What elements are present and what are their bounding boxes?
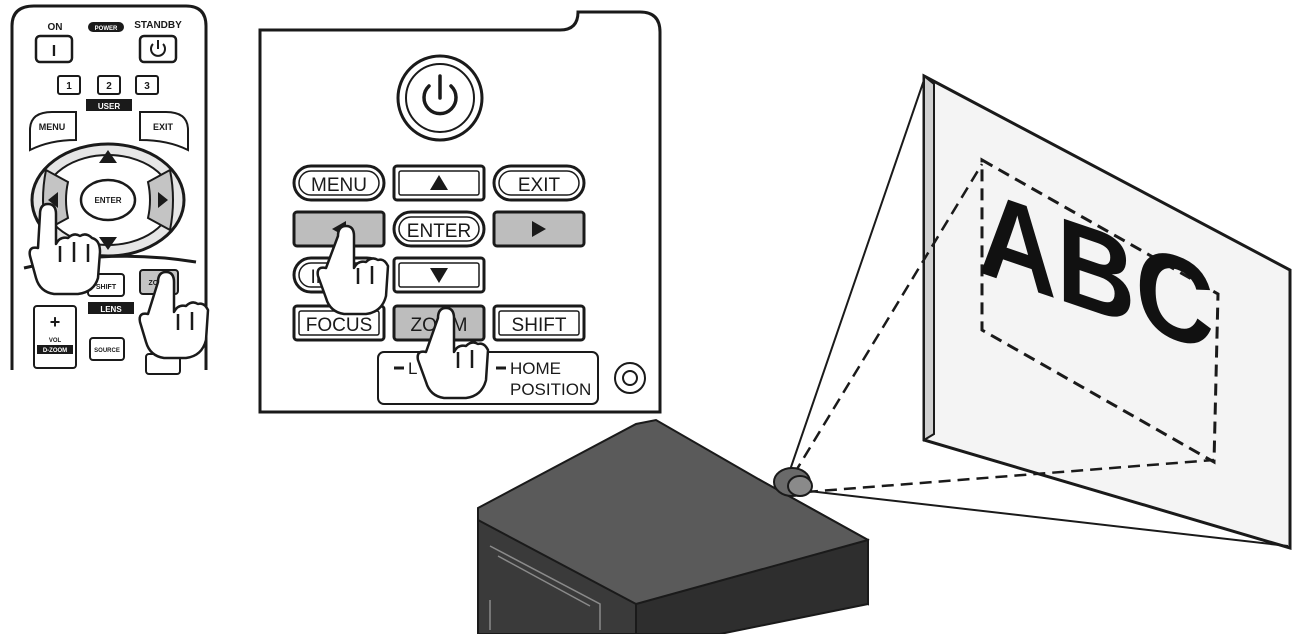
hand-icon xyxy=(316,224,390,316)
beam-lines-inner xyxy=(792,163,1215,494)
remote-enter-label: ENTER xyxy=(94,196,121,205)
remote-enter-button[interactable]: ENTER xyxy=(79,178,137,222)
remote-plus-glyph: + xyxy=(50,312,61,332)
remote-menu-label: MENU xyxy=(39,122,66,132)
panel-menu-button[interactable]: MENU xyxy=(292,164,386,202)
remote-dpad: ENTER xyxy=(30,142,186,258)
remote-user-button-1[interactable]: 1 xyxy=(57,75,81,95)
hand-icon xyxy=(28,202,102,296)
remote-standby-button[interactable] xyxy=(138,34,178,64)
down-arrow-icon xyxy=(430,268,448,283)
projected-image-outline xyxy=(980,157,1220,465)
hand-icon xyxy=(138,270,210,360)
panel-exit-label: EXIT xyxy=(518,175,561,196)
panel-home-label-2: POSITION xyxy=(510,380,591,399)
remote-power-label: POWER xyxy=(95,26,118,32)
control-panel: MENU EXIT ENTER INP xyxy=(258,10,662,414)
panel-menu-label: MENU xyxy=(311,175,367,196)
power-icon xyxy=(150,40,166,57)
remote-exit-button[interactable]: EXIT xyxy=(139,111,189,152)
remote-on-button[interactable]: I xyxy=(34,34,74,64)
panel-shift-label: SHIFT xyxy=(512,315,567,336)
remote-dzoom-label: D-ZOOM xyxy=(43,348,67,354)
left-arrow-icon[interactable] xyxy=(48,192,58,208)
remote-power-badge xyxy=(88,22,124,32)
beam-lines-outer xyxy=(789,79,1289,547)
panel-shift-button[interactable]: SHIFT xyxy=(492,304,586,342)
remote-lens-label: LENS xyxy=(100,305,122,314)
remote-user-button-2[interactable]: 2 xyxy=(97,75,121,95)
projector xyxy=(477,418,870,634)
up-arrow-icon xyxy=(430,175,448,190)
projection-scene: ABC xyxy=(477,73,1292,634)
remote-vol-label: VOL xyxy=(49,338,62,344)
panel-up-button[interactable] xyxy=(392,164,486,202)
projector-front xyxy=(477,518,637,634)
remote-shift-label: SHIFT xyxy=(96,284,117,291)
remote-exit-label: EXIT xyxy=(153,122,174,132)
remote-user-label: USER xyxy=(98,102,120,111)
panel-right-button[interactable] xyxy=(492,210,586,248)
panel-enter-button[interactable]: ENTER xyxy=(392,210,486,248)
projector-vents xyxy=(489,545,601,630)
remote-standby-label: STANDBY xyxy=(134,20,182,31)
panel-focus-label: FOCUS xyxy=(306,315,373,336)
down-arrow-icon[interactable] xyxy=(99,237,117,250)
panel-down-button[interactable] xyxy=(392,256,486,294)
hand-icon xyxy=(416,306,490,400)
panel-indicator-button[interactable] xyxy=(614,362,646,394)
right-arrow-icon[interactable] xyxy=(158,192,168,208)
remote-user-button-3[interactable]: 3 xyxy=(135,75,159,95)
projector-lens xyxy=(773,467,813,497)
up-arrow-icon[interactable] xyxy=(99,150,117,163)
power-icon xyxy=(422,74,458,116)
remote-source-label: SOURCE xyxy=(94,348,120,354)
projector-right-face xyxy=(635,538,869,634)
remote-user-button-1-label: 1 xyxy=(66,81,72,92)
remote-source-button[interactable]: SOURCE xyxy=(89,337,125,361)
panel-enter-label: ENTER xyxy=(407,221,471,242)
projection-screen xyxy=(922,73,1292,551)
remote-on-glyph: I xyxy=(52,43,56,60)
remote-user-badge xyxy=(86,99,132,111)
remote-lens-badge xyxy=(88,302,134,314)
remote-on-label: ON xyxy=(48,22,63,33)
remote-menu-button[interactable]: MENU xyxy=(29,111,77,152)
remote-user-button-2-label: 2 xyxy=(106,81,112,92)
panel-lens-label: L xyxy=(408,359,417,378)
right-arrow-icon xyxy=(532,221,546,237)
remote-vol-button[interactable]: + VOL D-ZOOM xyxy=(33,305,77,369)
remote-user-button-3-label: 3 xyxy=(144,81,150,92)
panel-exit-button[interactable]: EXIT xyxy=(492,164,586,202)
remote-control: ON POWER STANDBY I 1 2 3 xyxy=(10,4,210,375)
panel-power-button[interactable] xyxy=(396,54,484,142)
panel-home-label-1: HOME xyxy=(510,359,561,378)
